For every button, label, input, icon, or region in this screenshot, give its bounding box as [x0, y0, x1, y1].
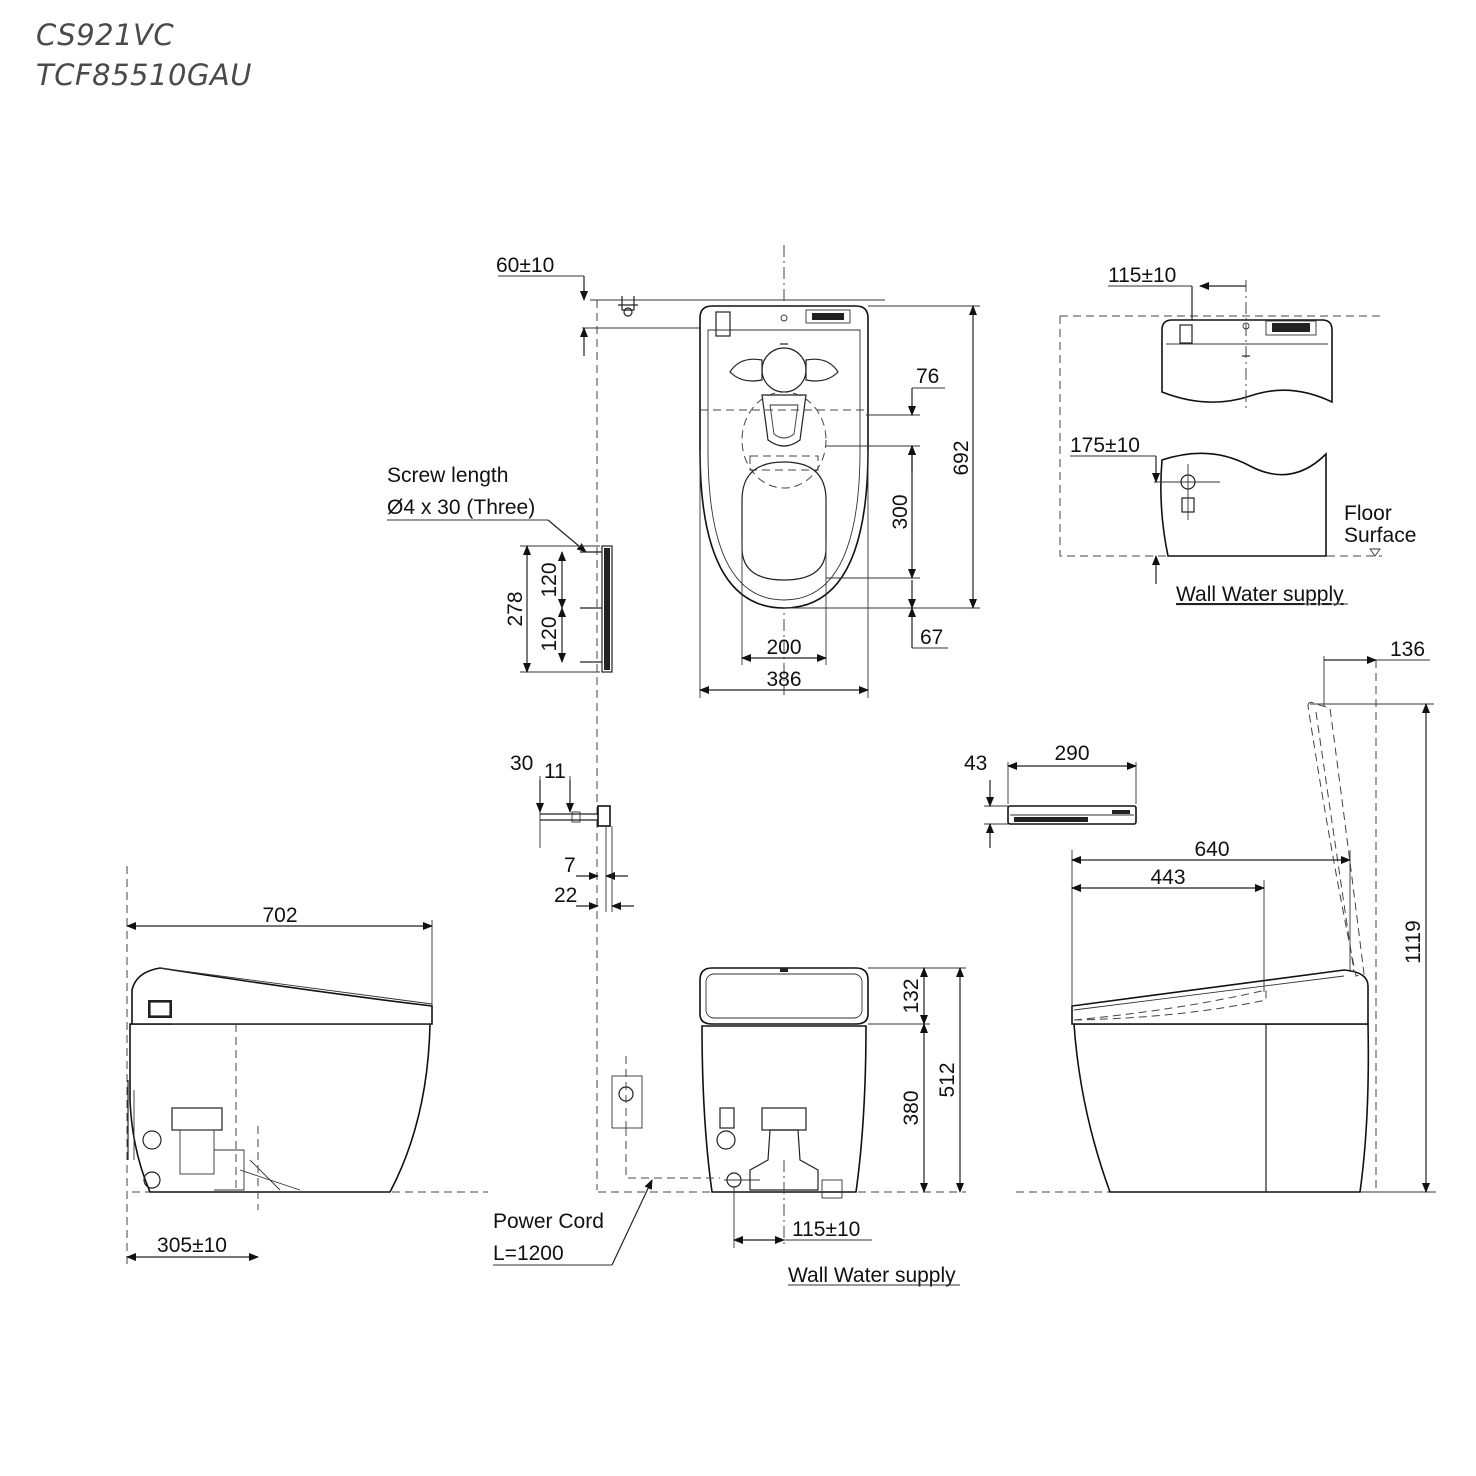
- wall-bracket-detail: Screw length Ø4 x 30 (Three) 278 120 120: [387, 464, 613, 673]
- remote-control-detail: 290 43: [964, 742, 1137, 848]
- dim-136: 136: [1390, 638, 1425, 661]
- screw-length-label: Screw length: [387, 464, 508, 487]
- dim-67: 67: [920, 626, 943, 649]
- dim-640: 640: [1194, 838, 1229, 861]
- wall-water-supply-front-label: Wall Water supply: [788, 1264, 956, 1287]
- right-side-view: 136 1119 640 443: [1016, 638, 1436, 1193]
- dim-22: 22: [554, 884, 577, 907]
- dim-175: 175±10: [1070, 434, 1140, 457]
- wall-water-supply-top-label: Wall Water supply: [1176, 583, 1344, 606]
- dim-60: 60±10: [496, 254, 554, 277]
- plan-view: 692 76 300 67 200 386: [496, 245, 980, 1190]
- dim-120-upper: 120: [538, 562, 561, 597]
- dim-7: 7: [564, 854, 576, 877]
- floor-label: Floor: [1344, 502, 1392, 525]
- dim-200: 200: [766, 636, 801, 659]
- dim-132: 132: [900, 978, 923, 1013]
- dim-512: 512: [936, 1062, 959, 1097]
- dim-386: 386: [766, 668, 801, 691]
- dim-443: 443: [1150, 866, 1185, 889]
- dim-1119: 1119: [1402, 920, 1425, 964]
- power-cord-label: Power Cord: [493, 1210, 604, 1233]
- dim-30: 30: [510, 752, 533, 775]
- dim-305: 305±10: [157, 1234, 227, 1257]
- dim-702: 702: [262, 904, 297, 927]
- front-view: Power Cord L=1200 132 380 512 115±10 Wal…: [493, 967, 966, 1287]
- power-cord-length-label: L=1200: [493, 1242, 564, 1265]
- dim-120-lower: 120: [538, 616, 561, 651]
- surface-label: Surface: [1344, 524, 1416, 547]
- dim-115-front: 115±10: [792, 1218, 860, 1241]
- dim-76: 76: [916, 365, 939, 388]
- dim-278: 278: [504, 591, 527, 626]
- dim-11: 11: [544, 760, 566, 783]
- dim-380: 380: [900, 1090, 923, 1125]
- screw-spec-label: Ø4 x 30 (Three): [387, 496, 535, 519]
- dim-43: 43: [964, 752, 987, 775]
- dim-290: 290: [1054, 742, 1089, 765]
- wall-supply-detail: 115±10 175±10 Floor Surface Wall Water s…: [1059, 264, 1416, 606]
- left-side-view: 702 305±10: [126, 866, 488, 1265]
- dim-115-top: 115±10: [1108, 264, 1176, 287]
- dim-300: 300: [889, 494, 912, 529]
- bracket-side-detail: 30 11 7 22: [510, 752, 634, 912]
- dim-692: 692: [950, 440, 973, 475]
- model-number-toilet: CS921VC: [36, 18, 175, 52]
- model-number-seat: TCF85510GAU: [36, 58, 252, 92]
